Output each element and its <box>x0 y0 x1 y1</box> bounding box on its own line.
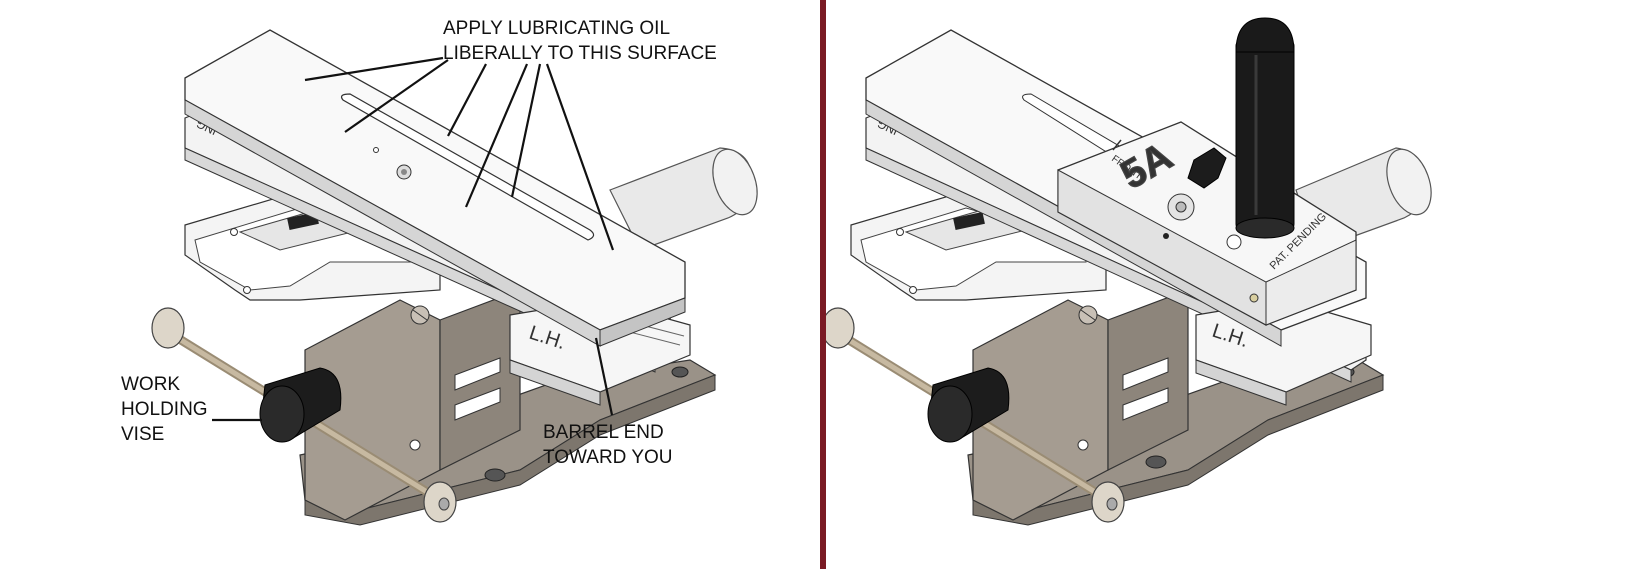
vise-callout-line1: WORK <box>121 374 180 395</box>
vise-handle <box>151 307 457 523</box>
oil-callout-line1: APPLY LUBRICATING OIL <box>443 18 670 39</box>
left-vise-drawing: ING L.H. APPLY LU <box>121 18 758 526</box>
jig-block: FRONT 5A PAT. PENDING <box>1057 121 1357 326</box>
vise-callout-line2: HOLDING <box>121 399 208 420</box>
barrel-cylinder <box>609 147 758 251</box>
left-illustration-panel: ING L.H. APPLY LU <box>121 18 758 526</box>
top-slotted-plate <box>184 29 686 347</box>
panel-divider <box>820 0 826 569</box>
vise-callout-line3: VISE <box>121 424 164 445</box>
oil-callout-line2: LIBERALLY TO THIS SURFACE <box>443 43 717 64</box>
jig-handle <box>1187 17 1295 239</box>
right-vise-drawing: ING L.H. FRONT 5A PAT. PENDING <box>826 17 1432 526</box>
right-illustration-panel: ING L.H. FRONT 5A PAT. PENDING <box>826 0 1636 569</box>
barrel-callout-line1: BARREL END <box>543 422 664 443</box>
vise-body <box>304 289 521 521</box>
vise-body-right <box>972 289 1189 521</box>
vise-handle-right <box>826 307 1125 523</box>
barrel-callout-line2: TOWARD YOU <box>543 447 673 468</box>
leader-lines <box>212 56 615 422</box>
